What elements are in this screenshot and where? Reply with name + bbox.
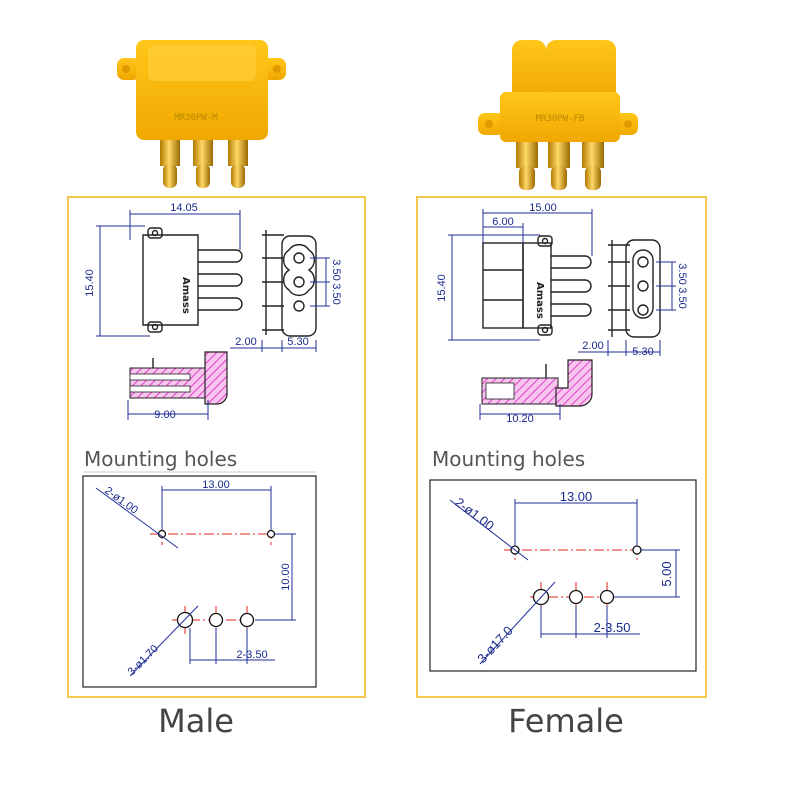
female-mounting-drawing: 13.00 5.00 2-ø1.00 2-3.50 3-ø17.0: [429, 479, 697, 672]
male-pitch-b-dim: 3.50: [330, 283, 342, 304]
male-offset-dim: 2.00: [235, 336, 256, 348]
male-pin-holes-dim: 3-ø1.70: [126, 643, 161, 678]
female-pitch-b-dim: 3.50: [676, 287, 688, 308]
male-end-view: 3.50 3.50 2.00 5.30: [230, 230, 342, 352]
male-mounting-label: Mounting holes: [84, 447, 237, 471]
male-side-section: 9.00: [127, 351, 228, 421]
male-side-dim: 9.00: [154, 409, 175, 421]
female-brand-logo: Amass: [534, 282, 545, 319]
male-row-gap-dim: 10.00: [280, 563, 292, 591]
male-housing-top: [148, 45, 256, 81]
female-top-dim: 15.00: [529, 202, 557, 214]
female-pitch-a-dim: 3.50: [676, 263, 688, 284]
female-side-dim: 10.20: [506, 413, 534, 425]
female-offset-dim: 2.00: [582, 340, 603, 352]
female-connector-photo: MR30PW-FB: [478, 40, 638, 190]
male-height-dim: 15.40: [84, 269, 96, 297]
female-mold-text: MR30PW-FB: [536, 114, 585, 124]
male-right-ear-hole: [273, 65, 281, 73]
female-depth-dim: 5.30: [632, 346, 653, 358]
female-pins: [516, 142, 604, 190]
male-pins: [160, 140, 248, 188]
male-mold-text: MR30PW-M: [174, 113, 218, 123]
male-pin-pitch-dim: 2-3.50: [236, 649, 267, 661]
female-row-gap-dim: 5.00: [659, 561, 674, 586]
female-front-view: Amass 15.00 6.00 15.40: [436, 202, 593, 341]
female-pin-pitch-dim: 2-3.50: [594, 620, 631, 635]
female-right-ear-hole: [624, 120, 632, 128]
male-mounting-drawing: 13.00 10.00 2-ø1.00 2-3.50 3-ø1.70: [82, 475, 317, 688]
female-hole-spacing-dim: 13.00: [560, 489, 593, 504]
male-width-dim: 14.05: [170, 202, 198, 214]
male-panel-frame: [67, 196, 366, 698]
female-end-view: 3.50 3.50 2.00 5.30: [578, 239, 688, 358]
female-inner-dim: 6.00: [492, 216, 513, 228]
female-left-ear-hole: [485, 120, 493, 128]
male-caption: Male: [158, 702, 234, 740]
female-small-holes-dim: 2-ø1.00: [452, 494, 497, 533]
female-pin-holes-dim: 3-ø17.0: [474, 623, 516, 666]
female-left-barrel: [512, 40, 546, 100]
male-left-ear-hole: [122, 65, 130, 73]
female-mounting-label: Mounting holes: [432, 447, 585, 471]
male-pitch-a-dim: 3.50: [330, 259, 342, 280]
female-caption: Female: [508, 702, 624, 740]
male-small-holes-dim: 2-ø1.00: [102, 485, 140, 517]
male-hole-spacing-dim: 13.00: [202, 479, 230, 491]
female-height-dim: 15.40: [436, 274, 448, 302]
female-right-barrel: [546, 40, 616, 100]
male-brand-logo: Amass: [180, 277, 191, 314]
male-depth-dim: 5.30: [287, 336, 308, 348]
male-connector-photo: MR30PW-M: [117, 40, 286, 188]
female-side-section: 10.20: [479, 359, 593, 425]
female-housing: [500, 92, 620, 142]
male-front-view: Amass 14.05 15.40: [84, 202, 243, 337]
female-panel-frame: [416, 196, 707, 698]
